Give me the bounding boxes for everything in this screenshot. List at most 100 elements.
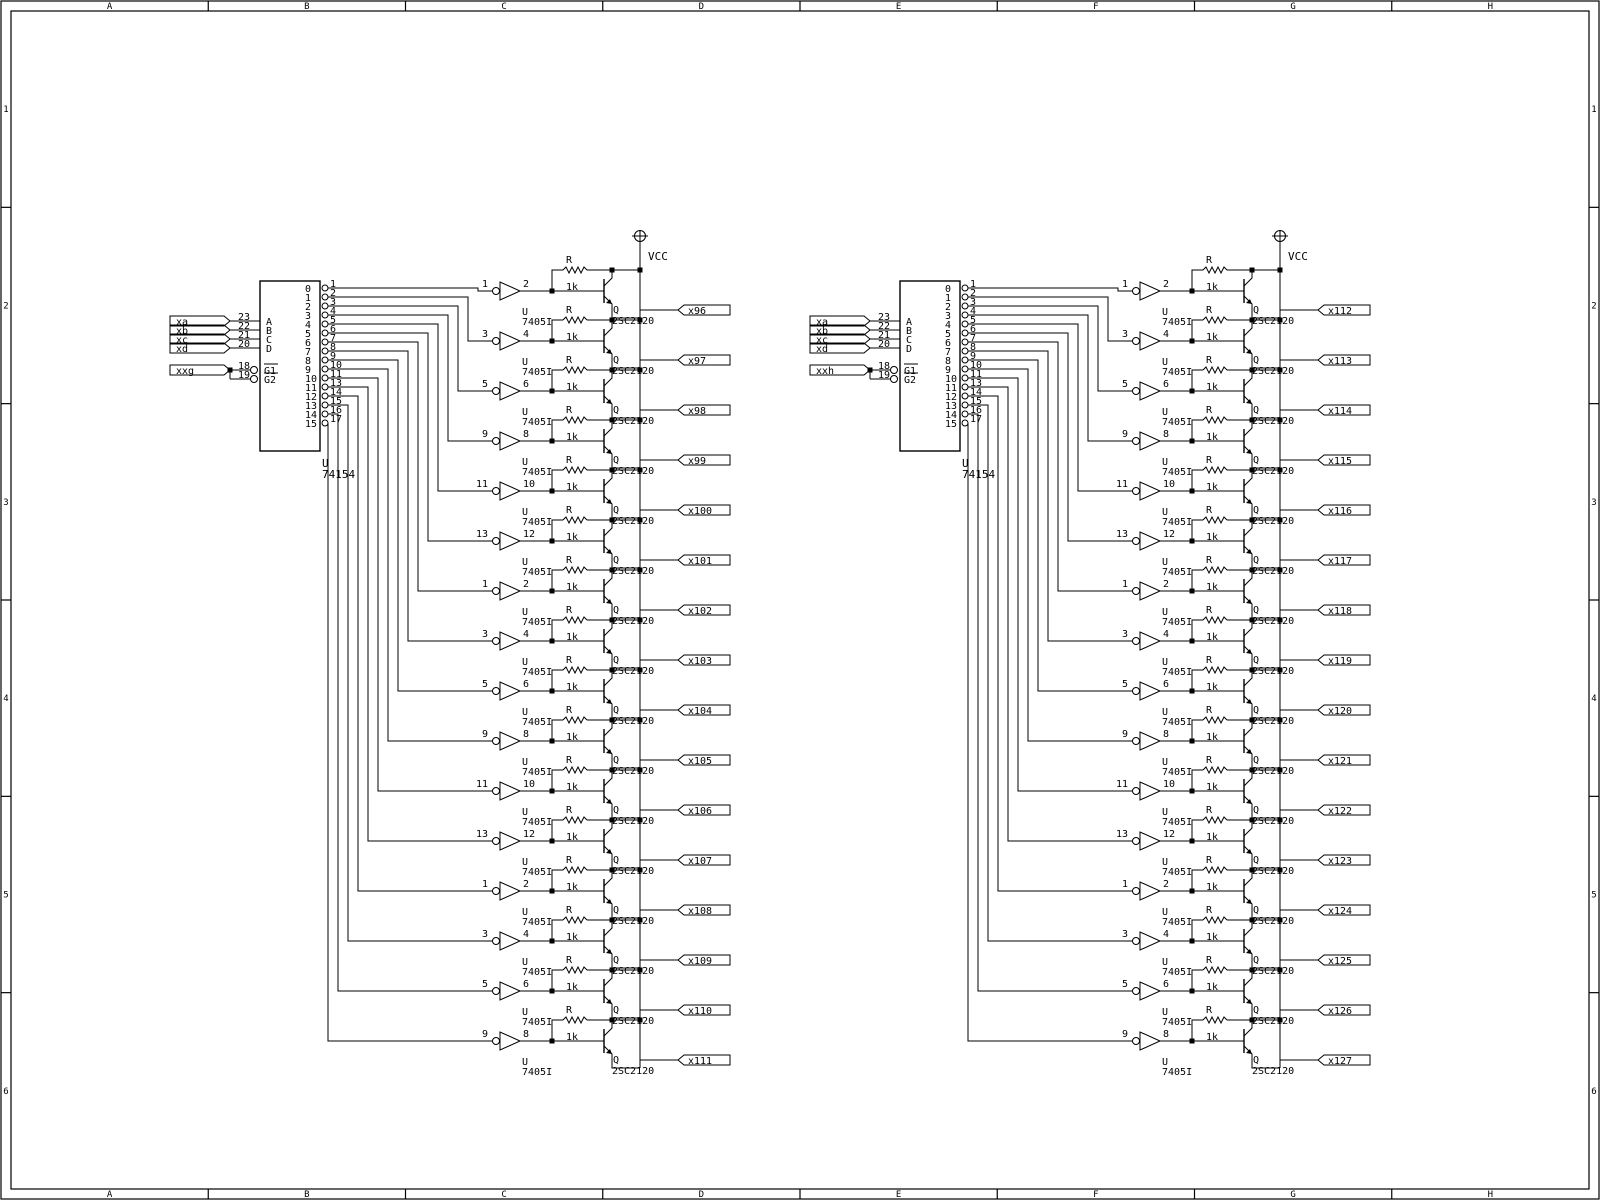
output-pin-number: 16 [970,405,982,416]
inverter-part: 7405I [522,617,552,628]
inverter-input-pin: 13 [476,529,488,540]
output-port-flag [677,1004,731,1016]
output-net-label: x113 [1328,356,1352,367]
output-pin-number: 1 [970,279,976,290]
emitter-arrow [1246,899,1252,904]
inverter-input-pin: 1 [1122,579,1128,590]
inverter-ref: U [522,1057,528,1068]
output-net-label: x122 [1328,806,1352,817]
decoder-body [899,280,961,452]
select-net-label: xa [816,317,828,328]
transistor-ref: Q [613,505,619,516]
decoder-output-net [968,287,1132,292]
output-inversion-bubble [961,374,969,382]
transistor-collector [603,570,613,587]
decoder-output-net [328,368,492,742]
transistor-emitter [603,695,640,719]
inverter-body [1139,681,1162,701]
enable-input-port: xxh [809,364,871,377]
pullup-net [551,469,563,491]
select-input-port: xc [809,333,871,346]
decoder-output-net [968,314,1132,442]
transistor-emitter [603,495,640,519]
inverter-part: 7405I [522,417,552,428]
emitter-arrow [1246,649,1252,654]
pullup-net [1191,369,1203,391]
inverter-part: 7405I [522,667,552,678]
pullup-net [1191,319,1203,341]
output-net-label: x112 [1328,306,1352,317]
zone-label-left: 5 [3,891,8,901]
zone-label-top: H [1488,2,1493,12]
transistor-ref: Q [1253,455,1259,466]
inverter-part: 7405I [1162,417,1192,428]
output-port-flag [677,554,731,566]
transistor-collector [603,720,613,737]
inverter-part: 7405I [522,317,552,328]
output-port-flag [677,754,731,766]
output-inversion-bubble [321,383,329,391]
transistor-collector [1243,420,1253,437]
inverter-part: 7405I [522,517,552,528]
transistor-part: 2SC2120 [612,816,654,827]
decoder-ref: U [962,457,969,470]
decoder-output-net [328,314,492,442]
inverter-output-pin: 12 [523,529,535,540]
inverter-body [499,431,522,451]
resistor-symbol [562,1015,588,1025]
transistor-part: 2SC2120 [612,866,654,877]
junction-dot [637,817,643,823]
select-pin-name: D [906,344,912,355]
inverter-body [1139,381,1162,401]
inverter-output-pin: 4 [1163,329,1169,340]
output-port-flag [1317,454,1371,466]
output-pin-number: 5 [970,315,976,326]
output-port-flag [677,954,731,966]
output-net-label: x118 [1328,606,1352,617]
inverter-bubble [1132,287,1140,295]
inverter-ref: U [1162,807,1168,818]
output-pin-number: 6 [970,324,976,335]
enable-net-label: xxg [176,366,194,377]
select-pin-number: 20 [878,339,890,350]
transistor-part: 2SC2120 [1252,866,1294,877]
resistor-symbol [562,265,588,275]
transistor-collector [603,1020,613,1037]
transistor-emitter [603,395,640,419]
select-input-port: xa [169,315,231,328]
emitter-arrow [606,749,612,754]
pullup-net [551,569,563,591]
inverter-output-pin: 8 [1163,1029,1169,1040]
pullup-net [1191,419,1203,441]
transistor-collector [1243,820,1253,837]
output-net-label: x109 [688,956,712,967]
inverter-output-pin: 12 [1163,829,1175,840]
resistor-symbol [562,515,588,525]
zone-label-right: 1 [1591,105,1596,115]
transistor-part: 2SC2120 [612,366,654,377]
resistor-value: 1k [566,332,578,343]
transistor-collector [1243,620,1253,637]
select-pin-name: C [266,335,272,346]
transistor-ref: Q [613,1055,619,1066]
decoder-output-net [968,386,1132,842]
pullup-net [1191,619,1203,641]
zone-label-bottom: H [1488,1190,1493,1200]
output-pin-name: 5 [305,329,311,340]
output-inversion-bubble [321,338,329,346]
output-inversion-bubble [961,410,969,418]
inverter-part: 7405I [522,1017,552,1028]
inverter-bubble [1132,737,1140,745]
transistor-part: 2SC2120 [612,916,654,927]
decoder-output-net [328,287,492,292]
output-port-flag [1317,354,1371,366]
resistor-value: 1k [566,1032,578,1043]
transistor-part: 2SC2120 [1252,416,1294,427]
decoder-output-net [328,350,492,642]
enable-input-port: xxg [169,364,231,377]
